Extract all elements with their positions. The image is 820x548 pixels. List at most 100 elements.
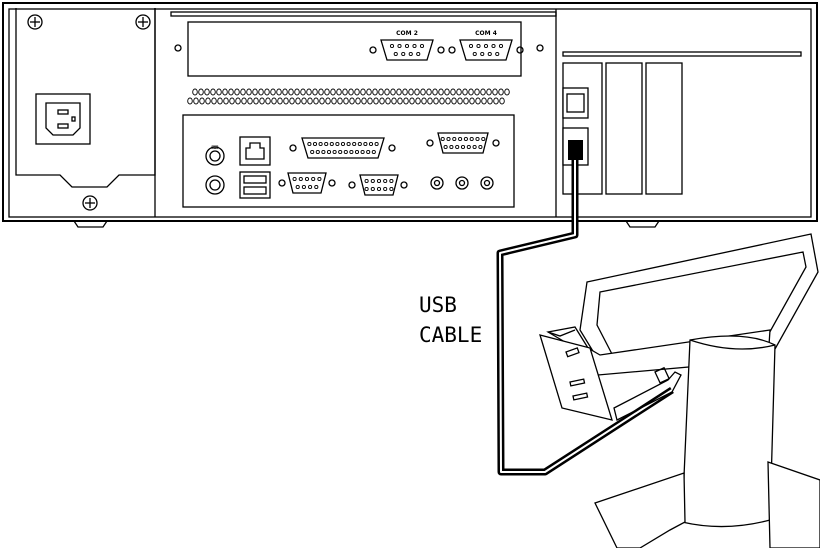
vent-hole <box>397 97 403 105</box>
vent-hole <box>258 88 264 96</box>
vent-hole <box>270 88 276 96</box>
screw-icon <box>27 14 43 30</box>
vent-hole <box>300 88 306 96</box>
svg-text:⌨: ⌨ <box>211 145 218 151</box>
vent-hole <box>481 97 487 105</box>
vent-hole <box>463 97 469 105</box>
vent-hole <box>378 88 384 96</box>
svg-text:CABLE: CABLE <box>419 323 482 347</box>
vent-hole <box>349 97 355 105</box>
vent-hole <box>402 88 408 96</box>
vent-hole <box>312 88 318 96</box>
vent-hole <box>385 97 391 105</box>
vent-hole <box>427 97 433 105</box>
screw-icon <box>82 195 98 211</box>
vent-hole <box>288 88 294 96</box>
usb-cable <box>496 160 674 476</box>
vent-hole <box>282 88 288 96</box>
parallel-port <box>289 137 396 159</box>
vent-hole <box>330 88 336 96</box>
vent-hole <box>187 97 193 105</box>
vent-hole <box>409 97 415 105</box>
vent-hole <box>390 88 396 96</box>
vent-hole <box>450 88 456 96</box>
vent-hole <box>372 88 378 96</box>
vent-hole <box>264 88 270 96</box>
serial-port <box>278 172 336 194</box>
vent-hole <box>331 97 337 105</box>
vent-hole <box>468 88 474 96</box>
vent-hole <box>457 97 463 105</box>
vent-hole <box>342 88 348 96</box>
vent-hole <box>414 88 420 96</box>
vent-hole <box>348 88 354 96</box>
vent-hole <box>301 97 307 105</box>
vent-hole <box>289 97 295 105</box>
vent-hole <box>373 97 379 105</box>
vent-hole <box>403 97 409 105</box>
vent-hole <box>337 97 343 105</box>
vent-hole <box>271 97 277 105</box>
vent-hole <box>294 88 300 96</box>
vent-hole <box>474 88 480 96</box>
vent-hole <box>415 97 421 105</box>
vent-hole <box>307 97 313 105</box>
svg-text:COM 2: COM 2 <box>396 30 418 37</box>
vent-hole <box>223 97 229 105</box>
ps2-icon <box>205 175 225 195</box>
vent-hole <box>222 88 228 96</box>
vent-hole <box>408 88 414 96</box>
vent-hole <box>493 97 499 105</box>
vent-hole <box>439 97 445 105</box>
vent-hole <box>384 88 390 96</box>
vent-hole <box>451 97 457 105</box>
vent-hole <box>211 97 217 105</box>
vent-hole <box>276 88 282 96</box>
vent-hole <box>480 88 486 96</box>
audio-jacks <box>430 176 494 190</box>
vent-hole <box>247 97 253 105</box>
vent-hole <box>438 88 444 96</box>
monitor-stand <box>594 335 820 548</box>
ventilation-holes <box>187 88 510 105</box>
pc-chassis-rear <box>2 2 818 228</box>
rear-io-panel: ⌨ <box>182 114 515 208</box>
power-supply <box>15 8 156 217</box>
svg-text:USB: USB <box>419 293 457 317</box>
vent-hole <box>192 88 198 96</box>
com-expansion-card: COM 2 COM 4 <box>170 11 557 77</box>
usb-icon <box>239 171 271 199</box>
vent-hole <box>283 97 289 105</box>
vent-hole <box>354 88 360 96</box>
vent-hole <box>325 97 331 105</box>
vent-hole <box>265 97 271 105</box>
usb-port-connected <box>562 127 589 166</box>
screw-icon <box>135 14 151 30</box>
vent-hole <box>193 97 199 105</box>
vent-hole <box>313 97 319 105</box>
vent-hole <box>204 88 210 96</box>
vent-hole <box>355 97 361 105</box>
vent-hole <box>420 88 426 96</box>
vent-hole <box>277 97 283 105</box>
vent-hole <box>487 97 493 105</box>
vent-hole <box>396 88 402 96</box>
vent-hole <box>229 97 235 105</box>
vent-hole <box>499 97 505 105</box>
vent-hole <box>319 97 325 105</box>
game-port <box>426 132 500 154</box>
vent-hole <box>379 97 385 105</box>
ethernet-icon <box>239 136 271 166</box>
vent-hole <box>367 97 373 105</box>
vent-hole <box>228 88 234 96</box>
vent-hole <box>361 97 367 105</box>
vent-hole <box>318 88 324 96</box>
vent-hole <box>253 97 259 105</box>
vent-hole <box>343 97 349 105</box>
usb-port-top <box>562 87 589 119</box>
cable-label: USB CABLE <box>419 293 482 347</box>
vent-hole <box>456 88 462 96</box>
vent-hole <box>366 88 372 96</box>
vent-hole <box>252 88 258 96</box>
vent-hole <box>504 88 510 96</box>
